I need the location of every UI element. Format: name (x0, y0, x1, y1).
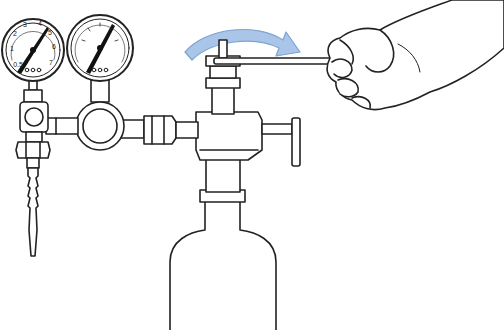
scale-number: 3 (23, 21, 27, 28)
gas-cylinder (170, 190, 276, 330)
scale-number: 4 (38, 20, 42, 27)
connector-nut (120, 116, 198, 144)
scale-number: 7 (49, 59, 53, 66)
scale-number: 1 (10, 45, 14, 52)
valve-key (214, 58, 334, 64)
scale-number: 2 (13, 30, 17, 37)
outlet-valve (16, 80, 50, 256)
regulator-body (46, 80, 124, 150)
scale-number: 0.5 (13, 61, 23, 68)
rotation-arrow (185, 30, 300, 60)
scale-number: 5 (48, 29, 52, 36)
hand (327, 0, 504, 110)
scale-number: 6 (52, 43, 56, 50)
low-pressure-gauge (2, 19, 64, 81)
high-pressure-gauge (67, 15, 133, 81)
